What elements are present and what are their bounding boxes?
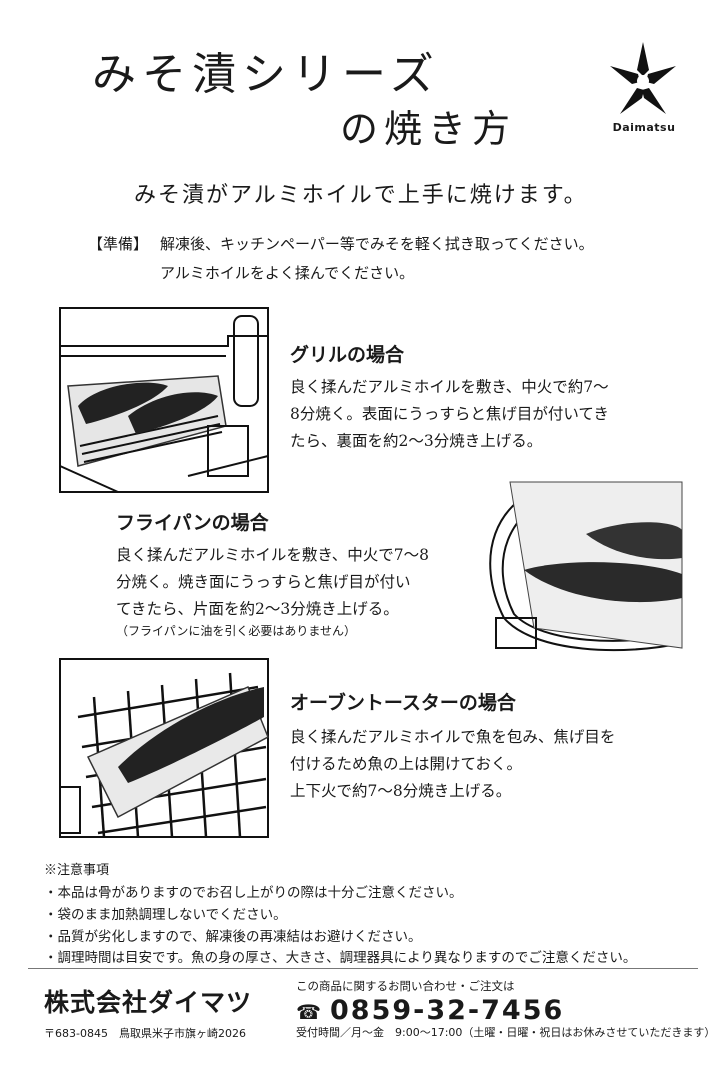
notes-item: ・調理時間は目安です。魚の身の厚さ、大きさ、調理器具により異なりますのでご注意く…: [44, 950, 637, 966]
business-hours: 受付時間／月～金 9:00～17:00（土曜・日曜・祝日はお休みさせていただきま…: [296, 1026, 716, 1039]
title-line-1: みそ漬シリーズ: [92, 49, 440, 100]
frypan-body: 良く揉んだアルミホイルを敷き、中火で7～8 分焼く。焼き面にうっすらと焦げ目が付…: [116, 542, 429, 623]
grill-line: たら、裏面を約2～3分焼き上げる。: [290, 432, 543, 450]
brand-logo-text: Daimatsu: [612, 121, 676, 134]
notes-title: ※注意事項: [44, 863, 110, 878]
notes-item: ・本品は骨がありますのでお召し上がりの際は十分ご注意ください。: [44, 885, 463, 901]
frypan-line: 分焼く。焼き面にうっすらと焦げ目が付い: [116, 573, 411, 591]
grill-line: 良く揉んだアルミホイルを敷き、中火で約7～: [290, 378, 609, 396]
grill-heading: グリルの場合: [290, 344, 405, 366]
phone-number[interactable]: 0859-32-7456: [330, 995, 565, 1026]
grill-illustration: [59, 307, 269, 493]
notes-item: ・品質が劣化しますので、解凍後の再凍結はお避けください。: [44, 929, 422, 945]
toaster-body: 良く揉んだアルミホイルで魚を包み、焦げ目を 付けるため魚の上は開けておく。 上下…: [290, 724, 615, 805]
preparation-line: アルミホイルをよく揉んでください。: [160, 264, 415, 282]
toaster-line: 良く揉んだアルミホイルで魚を包み、焦げ目を: [290, 728, 616, 746]
toaster-line: 上下火で約7～8分焼き上げる。: [290, 782, 512, 800]
toaster-heading: オーブントースターの場合: [290, 692, 516, 714]
contact-label: この商品に関するお問い合わせ・ご注文は: [296, 979, 515, 993]
grill-body: 良く揉んだアルミホイルを敷き、中火で約7～ 8分焼く。表面にうっすらと焦げ目が付…: [290, 374, 609, 455]
toaster-line: 付けるため魚の上は開けておく。: [290, 755, 523, 773]
subtitle: みそ漬がアルミホイルで上手に焼けます。: [134, 183, 588, 208]
frypan-line: てきたら、片面を約2～3分焼き上げる。: [116, 600, 399, 618]
footer-divider: [28, 968, 698, 969]
preparation-line: 解凍後、キッチンペーパー等でみそを軽く拭き取ってください。: [160, 235, 594, 253]
toaster-illustration: [59, 658, 269, 838]
company-address: 〒683-0845 鳥取県米子市旗ヶ崎2026: [44, 1027, 246, 1040]
title-line-2: の焼き方: [340, 107, 517, 151]
frypan-heading: フライパンの場合: [116, 512, 269, 534]
grill-line: 8分焼く。表面にうっすらと焦げ目が付いてき: [290, 405, 609, 423]
frypan-note: （フライパンに油を引く必要はありません）: [116, 624, 357, 638]
company-name: 株式会社ダイマツ: [44, 988, 253, 1017]
preparation-label: 【準備】: [88, 235, 149, 253]
frypan-illustration: [489, 481, 683, 652]
frypan-line: 良く揉んだアルミホイルを敷き、中火で7～8: [116, 546, 429, 564]
phone-icon: ☎: [296, 1000, 321, 1024]
notes-item: ・袋のまま加熱調理しないでください。: [44, 907, 287, 923]
star-logo-icon: [610, 42, 676, 114]
